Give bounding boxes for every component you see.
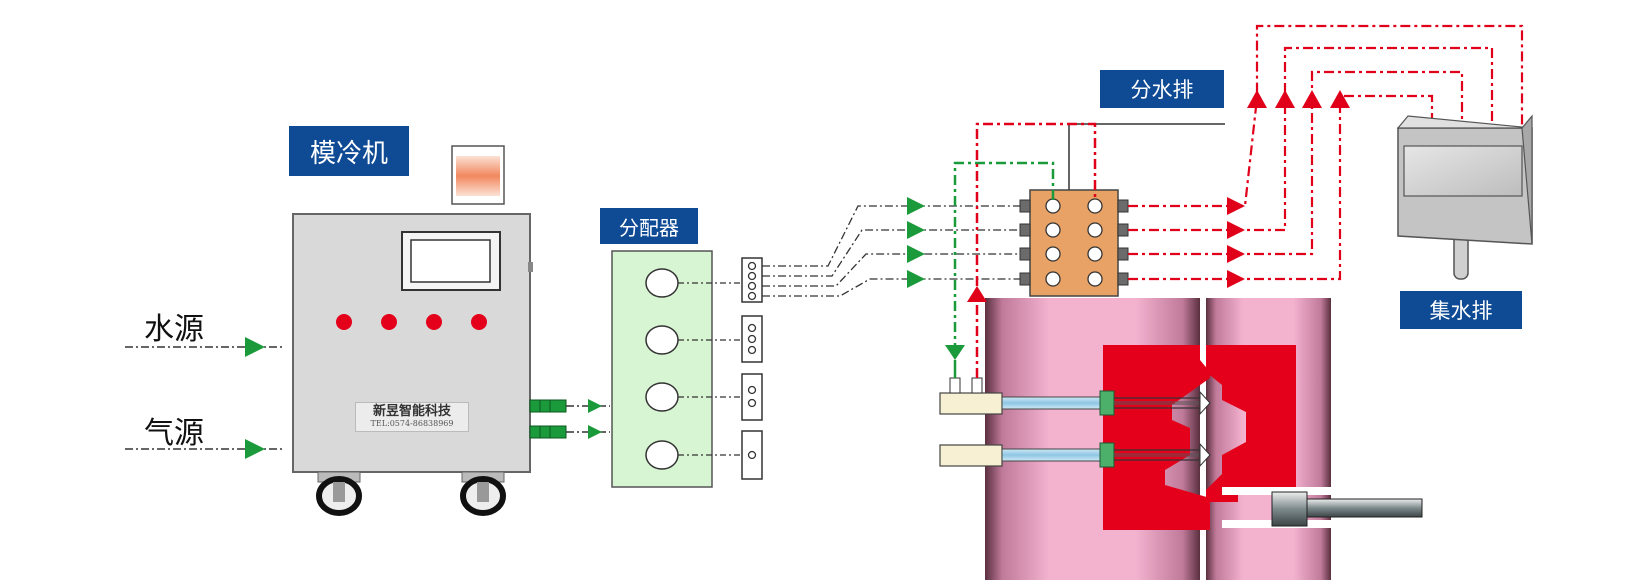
flow-arrow-icon <box>907 245 925 263</box>
flow-arrow-icon <box>1330 90 1350 108</box>
flow-arrow-icon <box>1247 90 1267 108</box>
chiller-nameplate: 新昱智能科技 TEL:0574-86838969 <box>355 402 469 432</box>
manifold-block <box>1029 189 1119 297</box>
distributor-port-icon <box>645 440 679 470</box>
air-source-line <box>125 439 283 459</box>
rod-connector <box>949 377 983 394</box>
mold-core-right <box>1206 345 1296 502</box>
connector-block-4 <box>741 257 763 303</box>
flow-arrow-icon <box>1227 270 1245 288</box>
flow-arrow-icon <box>967 286 987 302</box>
flow-arrow-icon <box>907 221 925 239</box>
nameplate-company: 新昱智能科技 <box>372 404 451 419</box>
flow-arrow-icon <box>1302 90 1322 108</box>
nameplate-tel: TEL:0574-86838969 <box>370 419 454 428</box>
flow-arrow-icon <box>907 197 925 215</box>
caster-wheel-icon <box>460 471 506 516</box>
distributor-port-icon <box>645 382 679 412</box>
water-manifold <box>1019 123 1225 297</box>
flow-arrow-icon <box>588 425 602 439</box>
water-manifold-label: 分水排 <box>1100 70 1224 108</box>
cooling-rod-lower <box>939 442 1211 468</box>
chiller-outlet-connectors <box>529 399 567 439</box>
chiller-label: 模冷机 <box>289 126 409 176</box>
return-arrows-vertical <box>1247 90 1350 108</box>
mold <box>985 298 1423 580</box>
chiller-unit <box>292 145 567 516</box>
cooling-rod-upper <box>939 377 1211 416</box>
connector-block-3 <box>741 315 763 363</box>
air-source-label: 气源 <box>144 416 204 451</box>
flow-arrow-icon <box>1227 197 1245 215</box>
chiller-to-distributor-lines <box>566 399 610 439</box>
water-inlet-arrow-icon <box>245 337 265 357</box>
flow-arrow-icon <box>588 399 602 413</box>
red-return-loop <box>967 122 1097 378</box>
distributor-port-icon <box>645 325 679 355</box>
distributor-port-icon <box>645 268 679 298</box>
mold-core-left <box>1103 345 1210 530</box>
indicator-light-icon <box>381 314 397 330</box>
indicator-light-icon <box>426 314 442 330</box>
green-supply-loop <box>945 161 1055 378</box>
water-collector <box>1396 114 1533 280</box>
indicator-light-icon <box>336 314 352 330</box>
water-source-label: 水源 <box>144 312 204 347</box>
flow-arrow-icon <box>907 270 925 288</box>
return-arrows-horizontal <box>1227 197 1245 288</box>
connector-block-1 <box>741 430 763 480</box>
supply-lines <box>762 205 1038 297</box>
collector-label: 集水排 <box>1400 291 1522 329</box>
collector-panel <box>1403 145 1523 197</box>
connector-block-2 <box>741 373 763 421</box>
flow-arrow-icon <box>1275 90 1295 108</box>
warning-lamp-icon <box>456 156 500 196</box>
air-inlet-arrow-icon <box>245 439 265 459</box>
flow-arrow-icon <box>1227 245 1245 263</box>
flow-arrow-icon <box>1227 221 1245 239</box>
supply-arrows <box>907 197 925 288</box>
ejector-piston <box>1222 487 1423 528</box>
flow-arrow-icon <box>945 345 965 360</box>
water-source-line <box>125 337 283 357</box>
caster-wheel-icon <box>316 471 362 516</box>
distributor-label: 分配器 <box>600 208 698 244</box>
distributor <box>611 250 763 488</box>
indicator-light-icon <box>471 314 487 330</box>
